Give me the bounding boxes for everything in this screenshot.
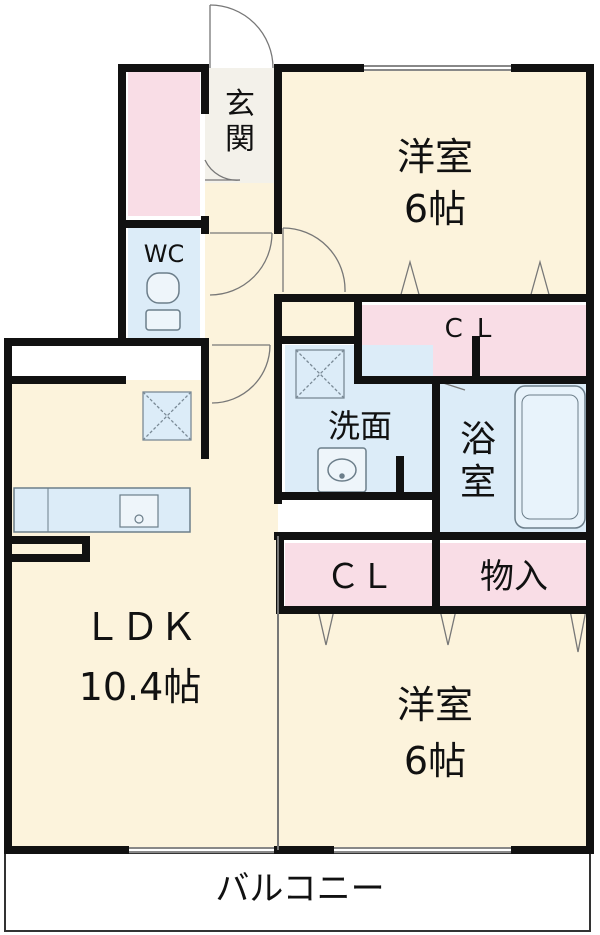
walls [4, 64, 594, 854]
ldk-size: 10.4帖 [78, 665, 202, 709]
closet-south-label: ＣＬ [326, 557, 394, 597]
genkan-floor [205, 68, 275, 183]
hall-notch-floor [278, 298, 358, 338]
storage-closet [440, 543, 588, 608]
western-south-floor [278, 608, 588, 852]
ldk-floor [8, 380, 278, 852]
closet-south [285, 543, 433, 608]
door-swings [204, 4, 587, 653]
western-south-size: 6帖 [403, 739, 467, 783]
bath-label: 浴 室 [459, 419, 496, 504]
western-south-name: 洋室 [396, 683, 473, 727]
bathtub [514, 385, 586, 529]
western-north-name: 洋室 [396, 135, 473, 179]
closet-north-label: CL [444, 314, 506, 344]
ldk-name: ＬＤＫ [82, 605, 197, 649]
windows [125, 65, 515, 853]
shoe-closet [128, 68, 200, 216]
wash-basin-icon [317, 447, 367, 493]
western-north-floor [278, 68, 588, 298]
balcony-area [4, 852, 591, 932]
storage-label: 物入 [480, 557, 548, 597]
wc-label: WC [143, 240, 185, 268]
genkan-label: 玄 関 [225, 87, 255, 157]
vent-icon [295, 349, 345, 399]
washroom-label: 洗面 [327, 407, 392, 445]
balcony-label: バルコニー [215, 869, 385, 909]
vent-icon [142, 391, 192, 441]
toilet-icon [145, 272, 181, 331]
kitchen-counter [13, 487, 191, 533]
western-north-size: 6帖 [403, 187, 467, 231]
